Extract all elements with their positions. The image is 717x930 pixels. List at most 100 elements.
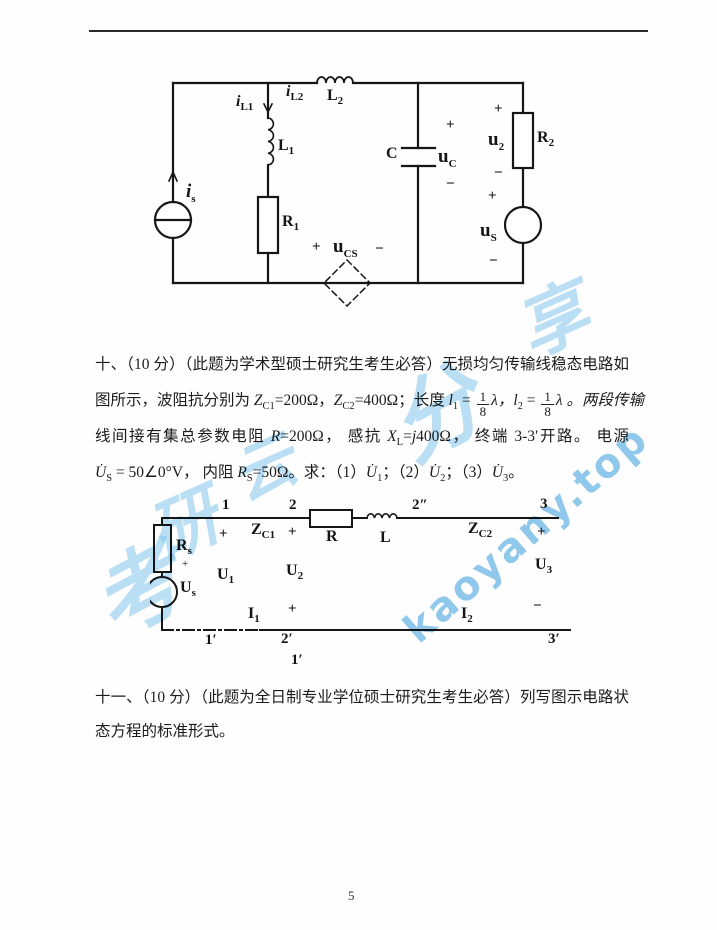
text-run: 。: [508, 464, 524, 481]
var-u2: U̇: [428, 464, 441, 481]
minus-sign-uc: −: [446, 176, 455, 192]
plus-sign-uc: +: [446, 117, 455, 133]
label-u3: U3: [535, 557, 553, 577]
label-i1: I1: [248, 605, 260, 626]
label-zc1: ZC1: [251, 522, 276, 542]
plus-sign-u3: +: [537, 524, 546, 540]
label-us-sub: s: [191, 587, 196, 600]
text-run: =400Ω；长度: [354, 392, 449, 409]
label-is-main: i: [186, 181, 192, 202]
label-i2-sub: 2: [467, 613, 473, 626]
label-zc1-sub: C1: [261, 529, 276, 542]
plus-sign-us: +: [488, 188, 497, 204]
label-is: is: [186, 181, 196, 204]
label-u2-sub: 2: [297, 570, 304, 583]
node-3: 3: [540, 496, 548, 512]
label-l1: L1: [278, 137, 295, 158]
label-us-source: Us: [180, 579, 196, 600]
label-i1-sub: 1: [254, 613, 260, 626]
voltage-source-Us-symbol: [150, 576, 178, 608]
label-i1-main: I: [248, 605, 255, 622]
node-2: 2: [289, 497, 297, 513]
var-rs-sub: S: [246, 473, 253, 485]
label-u2: u2: [488, 129, 504, 152]
circuit-2-drawing: [150, 509, 571, 631]
voltage-source-us-symbol: [503, 205, 543, 245]
text-run: =: [403, 428, 412, 445]
label-u2: U2: [286, 562, 304, 583]
var-l1-sub: 1: [452, 401, 459, 413]
controlled-source-diamond: [322, 258, 372, 308]
label-r2-sub: 2: [548, 137, 555, 150]
fraction-numerator: 1: [541, 390, 554, 405]
label-u2-main: u: [488, 129, 499, 150]
label-u1-sub: 1: [228, 574, 235, 587]
text-run: 图所示，波阻抗分别为: [95, 392, 254, 409]
label-l1-sub: 1: [288, 145, 295, 158]
minus-sign-u3: −: [533, 598, 542, 614]
label-il1: iL1: [236, 93, 254, 114]
text-run: 十一、（10 分）（此题为全日制专业学位硕士研究生考生必答）列写图示电路状: [95, 689, 629, 706]
text-run: 态方程的标准形式。: [95, 723, 235, 740]
label-is-sub: s: [191, 192, 196, 205]
var-zc2-sub: C2: [342, 401, 355, 413]
var-us-sub: S: [106, 473, 113, 485]
node-2p: 2′: [281, 631, 293, 647]
text-run: =: [522, 392, 540, 409]
label-r1-main: R: [282, 213, 294, 230]
current-arrow-is: [167, 170, 179, 183]
inductor-L1-coil: [267, 117, 275, 166]
label-r2-main: R: [537, 129, 549, 146]
label-rs-main: R: [176, 537, 188, 554]
page-number: 5: [348, 888, 355, 903]
plus-sign-u2: +: [494, 101, 503, 117]
label-r1-sub: 1: [293, 221, 300, 234]
text-run: λ，: [491, 392, 514, 409]
q11-line2: 态方程的标准形式。: [95, 715, 629, 749]
label-u3-sub: 3: [546, 564, 553, 577]
label-il1-sub: L1: [240, 101, 254, 114]
plus-sign-mid: +: [288, 601, 297, 617]
text-run: 线间接有集总参数电阻: [95, 428, 271, 445]
label-ucs-sub: CS: [343, 247, 358, 260]
label-il1-main: i: [236, 93, 241, 110]
fraction-denominator: 8: [479, 404, 487, 419]
label-l2: L2: [327, 87, 343, 107]
var-zc1-sub: C1: [262, 401, 275, 413]
text-run: =200Ω，: [274, 392, 334, 409]
var-u2-sub: 2: [440, 473, 446, 485]
header-rule: [89, 30, 648, 33]
var-j: j: [411, 428, 417, 445]
label-zc2-main: Z: [468, 520, 479, 537]
label-l1-main: L: [278, 137, 289, 154]
resistor-R1-body: [256, 195, 280, 255]
node-1: 1: [222, 497, 230, 513]
node-1p: 1′: [205, 632, 217, 648]
inductor-L-coil: [366, 513, 398, 519]
label-rs-sub: s: [187, 545, 192, 558]
label-il2-sub: L2: [290, 91, 304, 104]
label-r1: R1: [282, 213, 300, 234]
q11-line1: 十一、（10 分）（此题为全日制专业学位硕士研究生考生必答）列写图示电路状: [95, 681, 629, 715]
var-xl-sub: L: [396, 437, 404, 449]
label-ucs-main: u: [333, 236, 344, 257]
var-zc2: Z: [333, 392, 343, 409]
text-run: λ 。两段传输: [555, 392, 645, 409]
label-us-main: U: [180, 579, 192, 596]
var-r: R: [270, 428, 281, 445]
text-run: ；（3）: [445, 464, 492, 481]
inductor-L2-coil: [316, 76, 354, 84]
label-rs: Rs: [176, 537, 192, 558]
label-u1-main: U: [217, 566, 229, 583]
label-l2-main: L: [327, 87, 338, 104]
fraction-denominator: 8: [544, 404, 551, 419]
circuit-diagram-2: 1 2 2″ 3 ZC1 ZC2 + + + R L Rs + Us U1 U2…: [150, 495, 590, 680]
label-l: L: [380, 529, 391, 546]
resistor-Rs-body: [153, 524, 172, 573]
plus-sign-ucs: +: [312, 239, 321, 255]
label-u2-main: U: [286, 562, 298, 579]
